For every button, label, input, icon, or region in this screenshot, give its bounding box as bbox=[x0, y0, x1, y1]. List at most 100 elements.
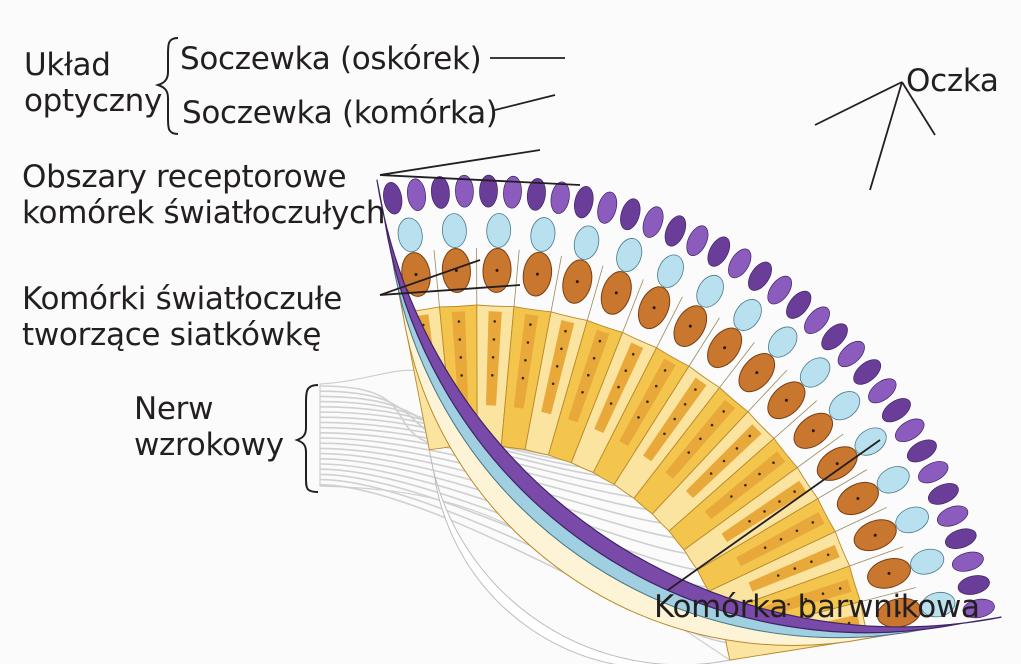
label-photoreceptor-cells: Komórki światłoczułe tworzące siatkówkę bbox=[22, 281, 342, 353]
ommatidium-border bbox=[849, 546, 904, 567]
leader-line bbox=[901, 81, 936, 136]
ommatidium-border bbox=[656, 296, 683, 348]
ommatidium-facet bbox=[957, 575, 990, 595]
ommatidium-facet bbox=[917, 461, 949, 484]
pigment-dot bbox=[887, 571, 891, 575]
ommatidium-facet bbox=[945, 528, 977, 549]
receptor-dot bbox=[826, 553, 830, 557]
cuticle-band bbox=[376, 179, 1002, 634]
lens-cell bbox=[799, 357, 831, 388]
receptor-dot bbox=[646, 400, 649, 404]
ommatidium-facet bbox=[804, 306, 830, 335]
receptor-dot bbox=[460, 374, 464, 377]
receptor-dot bbox=[795, 529, 799, 533]
receptor-dot bbox=[555, 365, 559, 368]
receptor-dot bbox=[763, 546, 767, 549]
leader-line bbox=[869, 81, 903, 191]
ommatidium-facet bbox=[748, 261, 772, 291]
ommatidium-facet bbox=[503, 175, 522, 209]
photoreceptor-wedges bbox=[402, 304, 869, 664]
lens-cell bbox=[657, 254, 684, 288]
lens-cell bbox=[910, 548, 945, 575]
receptor-dot bbox=[459, 356, 463, 359]
pigment-dot bbox=[688, 324, 692, 328]
pigment-dot bbox=[784, 398, 788, 402]
ommatidium-facet bbox=[936, 505, 969, 527]
pigment-dot bbox=[454, 269, 458, 272]
receptor-dot bbox=[748, 520, 751, 523]
ommatidium-border bbox=[688, 317, 720, 367]
lens-cell bbox=[573, 225, 600, 260]
label-optic-nerve-line1: Nerw bbox=[134, 391, 214, 427]
leader-line bbox=[667, 439, 881, 591]
receptor-dot bbox=[821, 592, 825, 595]
receptor-dot bbox=[457, 320, 461, 323]
ommatidium-facet bbox=[707, 236, 731, 267]
ommatidium-facet bbox=[767, 275, 792, 305]
receptor-dot bbox=[779, 538, 783, 541]
lens-cell bbox=[828, 391, 861, 421]
ommatidium-facet bbox=[574, 185, 594, 219]
lens-cell bbox=[895, 506, 929, 534]
label-receptor-areas-line2: komórek światłoczułych bbox=[22, 194, 386, 231]
ommatidium-facet bbox=[383, 182, 403, 215]
pigment-dot bbox=[723, 346, 727, 350]
pigment-dot bbox=[652, 306, 656, 310]
receptor-dot bbox=[617, 385, 620, 389]
leader-line bbox=[814, 81, 903, 126]
ommatidium-facet bbox=[728, 248, 752, 279]
ommatidium-facet bbox=[951, 551, 984, 572]
receptor-dot bbox=[748, 434, 752, 438]
ommatidium-border bbox=[747, 369, 788, 412]
receptor-dot bbox=[526, 341, 530, 344]
leader-line bbox=[379, 259, 481, 296]
receptor-dot bbox=[492, 338, 496, 341]
pigment-dot bbox=[873, 533, 877, 537]
ommatidium-facet bbox=[962, 598, 995, 619]
ommatidium-facet bbox=[550, 181, 570, 214]
leader-lines bbox=[154, 37, 936, 591]
receptor-dot bbox=[722, 410, 725, 413]
receptor-dot bbox=[654, 384, 658, 388]
optic-nerve-brace bbox=[294, 384, 319, 493]
receptor-dot bbox=[694, 388, 697, 391]
receptor-dot bbox=[493, 320, 497, 323]
ommatidium-facet bbox=[597, 191, 618, 224]
receptor-dot bbox=[810, 560, 813, 563]
ommatidium-facet bbox=[894, 418, 925, 443]
pigment-dot bbox=[575, 280, 579, 284]
ommatidium-border bbox=[773, 400, 817, 439]
lens-cell bbox=[876, 466, 910, 494]
pigment-dot bbox=[535, 272, 539, 276]
receptor-dot bbox=[730, 495, 733, 498]
pigment-dot bbox=[835, 462, 839, 466]
receptor-dot bbox=[687, 451, 690, 454]
receptor-dot bbox=[804, 597, 808, 601]
receptor-dot bbox=[793, 490, 796, 493]
rhabdom bbox=[486, 311, 502, 406]
pigment-dot bbox=[897, 611, 901, 615]
label-optic-nerve-line2: wzrokowy bbox=[134, 426, 284, 463]
ommatidium-facet bbox=[455, 174, 474, 208]
receptor-dot bbox=[776, 574, 780, 577]
receptor-dot bbox=[581, 391, 584, 394]
receptor-dot bbox=[564, 329, 567, 333]
receptor-dot bbox=[699, 437, 702, 441]
leader-line bbox=[379, 149, 541, 176]
pigment-dot bbox=[614, 291, 618, 295]
receptor-dot bbox=[458, 338, 462, 341]
lens-cell bbox=[854, 427, 887, 456]
lens-cell bbox=[733, 299, 762, 331]
ommatidium-facet bbox=[821, 323, 848, 351]
receptor-dot bbox=[592, 356, 596, 360]
ommatidium-facet bbox=[479, 174, 498, 208]
lens-cell bbox=[397, 217, 423, 253]
receptor-dot bbox=[491, 356, 495, 359]
label-pigment-cell: Komórka barwnikowa bbox=[654, 589, 980, 625]
ommatidium-facet bbox=[881, 398, 911, 423]
ommatidium-border bbox=[433, 250, 440, 307]
receptor-dot bbox=[744, 483, 747, 487]
outer-layers bbox=[376, 174, 1002, 646]
